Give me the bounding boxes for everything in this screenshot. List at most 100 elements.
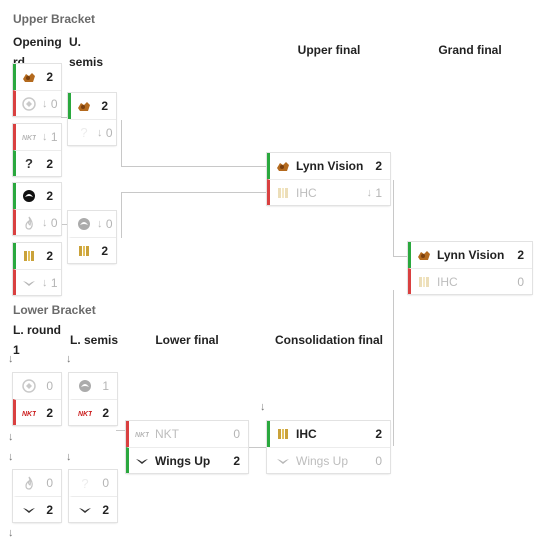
- connector-line: [121, 166, 267, 167]
- lion-logo-icon: [417, 248, 431, 262]
- team-name: NKT: [155, 427, 179, 441]
- eliminated-arrow-icon: ↓: [42, 97, 48, 110]
- svg-text:NKT: NKT: [22, 135, 36, 142]
- nkt-logo-icon: NKT: [22, 406, 36, 420]
- gold-bars-logo-icon: [77, 244, 91, 258]
- slot-arrow-icon: ↓: [66, 353, 72, 365]
- wings-logo-icon: [276, 454, 290, 468]
- match-opening-2[interactable]: NKT ↓ 1 ? 2: [13, 124, 61, 176]
- lion-logo-icon: [276, 159, 290, 173]
- team-score: 0: [105, 217, 113, 231]
- match-lower-semis-2[interactable]: ? 0 2: [69, 470, 117, 522]
- round-header-upper-final: Upper final: [297, 43, 361, 57]
- team-row[interactable]: NKT NKT 0: [126, 421, 248, 447]
- connector-line: [393, 180, 394, 256]
- team-score: 0: [102, 476, 109, 490]
- team-row[interactable]: ↓ 0: [13, 209, 61, 235]
- team-row[interactable]: Lynn Vision 2: [408, 242, 532, 268]
- upper-bracket-heading: Upper Bracket: [13, 12, 96, 26]
- dragon-logo-icon: [78, 379, 92, 393]
- connector-line: [393, 290, 394, 446]
- eliminated-arrow-icon: ↓: [42, 276, 48, 289]
- team-row[interactable]: ? 0: [69, 470, 117, 496]
- team-score: 0: [46, 379, 53, 393]
- team-row[interactable]: NKT 2: [69, 399, 117, 425]
- match-lower-round-1-2[interactable]: 0 2: [13, 470, 61, 522]
- match-grand-final[interactable]: Lynn Vision 2 IHC 0: [408, 242, 532, 294]
- round-header-consolation-final: Consolidation final: [275, 333, 383, 347]
- team-score: 0: [50, 215, 58, 230]
- team-score: 2: [46, 70, 53, 84]
- team-row[interactable]: Wings Up 2: [126, 447, 248, 473]
- team-row[interactable]: 0: [13, 470, 61, 496]
- wings-logo-icon: [78, 503, 92, 517]
- round-header-grand-final: Grand final: [438, 43, 502, 57]
- match-lower-final[interactable]: NKT NKT 0 Wings Up 2: [126, 421, 248, 473]
- match-upper-final[interactable]: Lynn Vision 2 IHC ↓ 1: [267, 153, 390, 205]
- team-row[interactable]: 1: [69, 373, 117, 399]
- slot-arrow-icon: ↓: [260, 401, 266, 413]
- team-score: 2: [101, 243, 108, 258]
- team-row[interactable]: 2: [13, 243, 61, 269]
- team-row[interactable]: NKT 2: [13, 399, 61, 425]
- team-score: 1: [50, 275, 58, 290]
- team-score: 2: [517, 248, 524, 262]
- team-row[interactable]: Wings Up 0: [267, 447, 390, 473]
- connector-line: [61, 224, 68, 225]
- team-row[interactable]: 2: [68, 237, 116, 263]
- team-score: 0: [375, 453, 382, 468]
- eliminated-arrow-icon: ↓: [366, 186, 373, 199]
- team-row[interactable]: ? ↓ 0: [68, 119, 116, 145]
- match-upper-semis-2[interactable]: ↓ 0 2: [68, 211, 116, 263]
- nkt-logo-icon: NKT: [135, 427, 149, 441]
- team-row[interactable]: Lynn Vision 2: [267, 153, 390, 179]
- team-score: 0: [517, 274, 524, 289]
- team-row[interactable]: NKT ↓ 1: [13, 124, 61, 150]
- team-row[interactable]: ↓ 0: [68, 211, 116, 237]
- team-score: 0: [50, 96, 58, 111]
- team-row[interactable]: 0: [13, 373, 61, 399]
- lion-logo-icon: [77, 99, 91, 113]
- lion-logo-icon: [22, 70, 36, 84]
- match-consolidation-final[interactable]: IHC 2 Wings Up 0: [267, 421, 390, 473]
- team-row[interactable]: 2: [13, 183, 61, 209]
- team-score: 2: [102, 405, 109, 420]
- team-row[interactable]: 2: [69, 496, 117, 522]
- gold-bars-logo-icon: [22, 249, 36, 263]
- connector-line: [121, 192, 267, 193]
- team-row[interactable]: 2: [13, 496, 61, 522]
- team-row[interactable]: IHC ↓ 1: [267, 179, 390, 205]
- team-row[interactable]: 2: [13, 64, 61, 90]
- team-name: IHC: [296, 185, 317, 200]
- nkt-logo-icon: NKT: [78, 406, 92, 420]
- team-name: Lynn Vision: [437, 248, 505, 262]
- team-row[interactable]: IHC 2: [267, 421, 390, 447]
- slot-arrow-icon: ↓: [66, 451, 72, 463]
- wings-logo-icon: [22, 276, 36, 290]
- svg-text:NKT: NKT: [135, 432, 149, 439]
- team-name: Lynn Vision: [296, 159, 364, 173]
- team-score: 0: [233, 427, 240, 441]
- flame-logo-icon: [22, 216, 36, 230]
- wings-logo-icon: [135, 454, 149, 468]
- lower-bracket-heading: Lower Bracket: [13, 303, 96, 317]
- eliminated-arrow-icon: ↓: [42, 216, 48, 229]
- slot-arrow-icon: ↓: [8, 431, 14, 443]
- match-lower-round-1-1[interactable]: 0 NKT 2: [13, 373, 61, 425]
- question-mark: ?: [81, 475, 89, 491]
- team-row[interactable]: ↓ 0: [13, 90, 61, 116]
- match-opening-4[interactable]: 2 ↓ 1: [13, 243, 61, 295]
- match-upper-semis-1[interactable]: 2 ? ↓ 0: [68, 93, 116, 145]
- match-lower-semis-1[interactable]: 1 NKT 2: [69, 373, 117, 425]
- match-opening-1[interactable]: 2 ↓ 0: [13, 64, 61, 116]
- dragon-logo-icon: [77, 217, 91, 231]
- connector-line: [121, 192, 122, 238]
- match-opening-3[interactable]: 2 ↓ 0: [13, 183, 61, 235]
- team-row[interactable]: 2: [68, 93, 116, 119]
- team-score: 0: [105, 125, 113, 140]
- team-row[interactable]: IHC 0: [408, 268, 532, 294]
- team-row[interactable]: ? 2: [13, 150, 61, 176]
- team-row[interactable]: ↓ 1: [13, 269, 61, 295]
- team-score: 1: [50, 130, 58, 144]
